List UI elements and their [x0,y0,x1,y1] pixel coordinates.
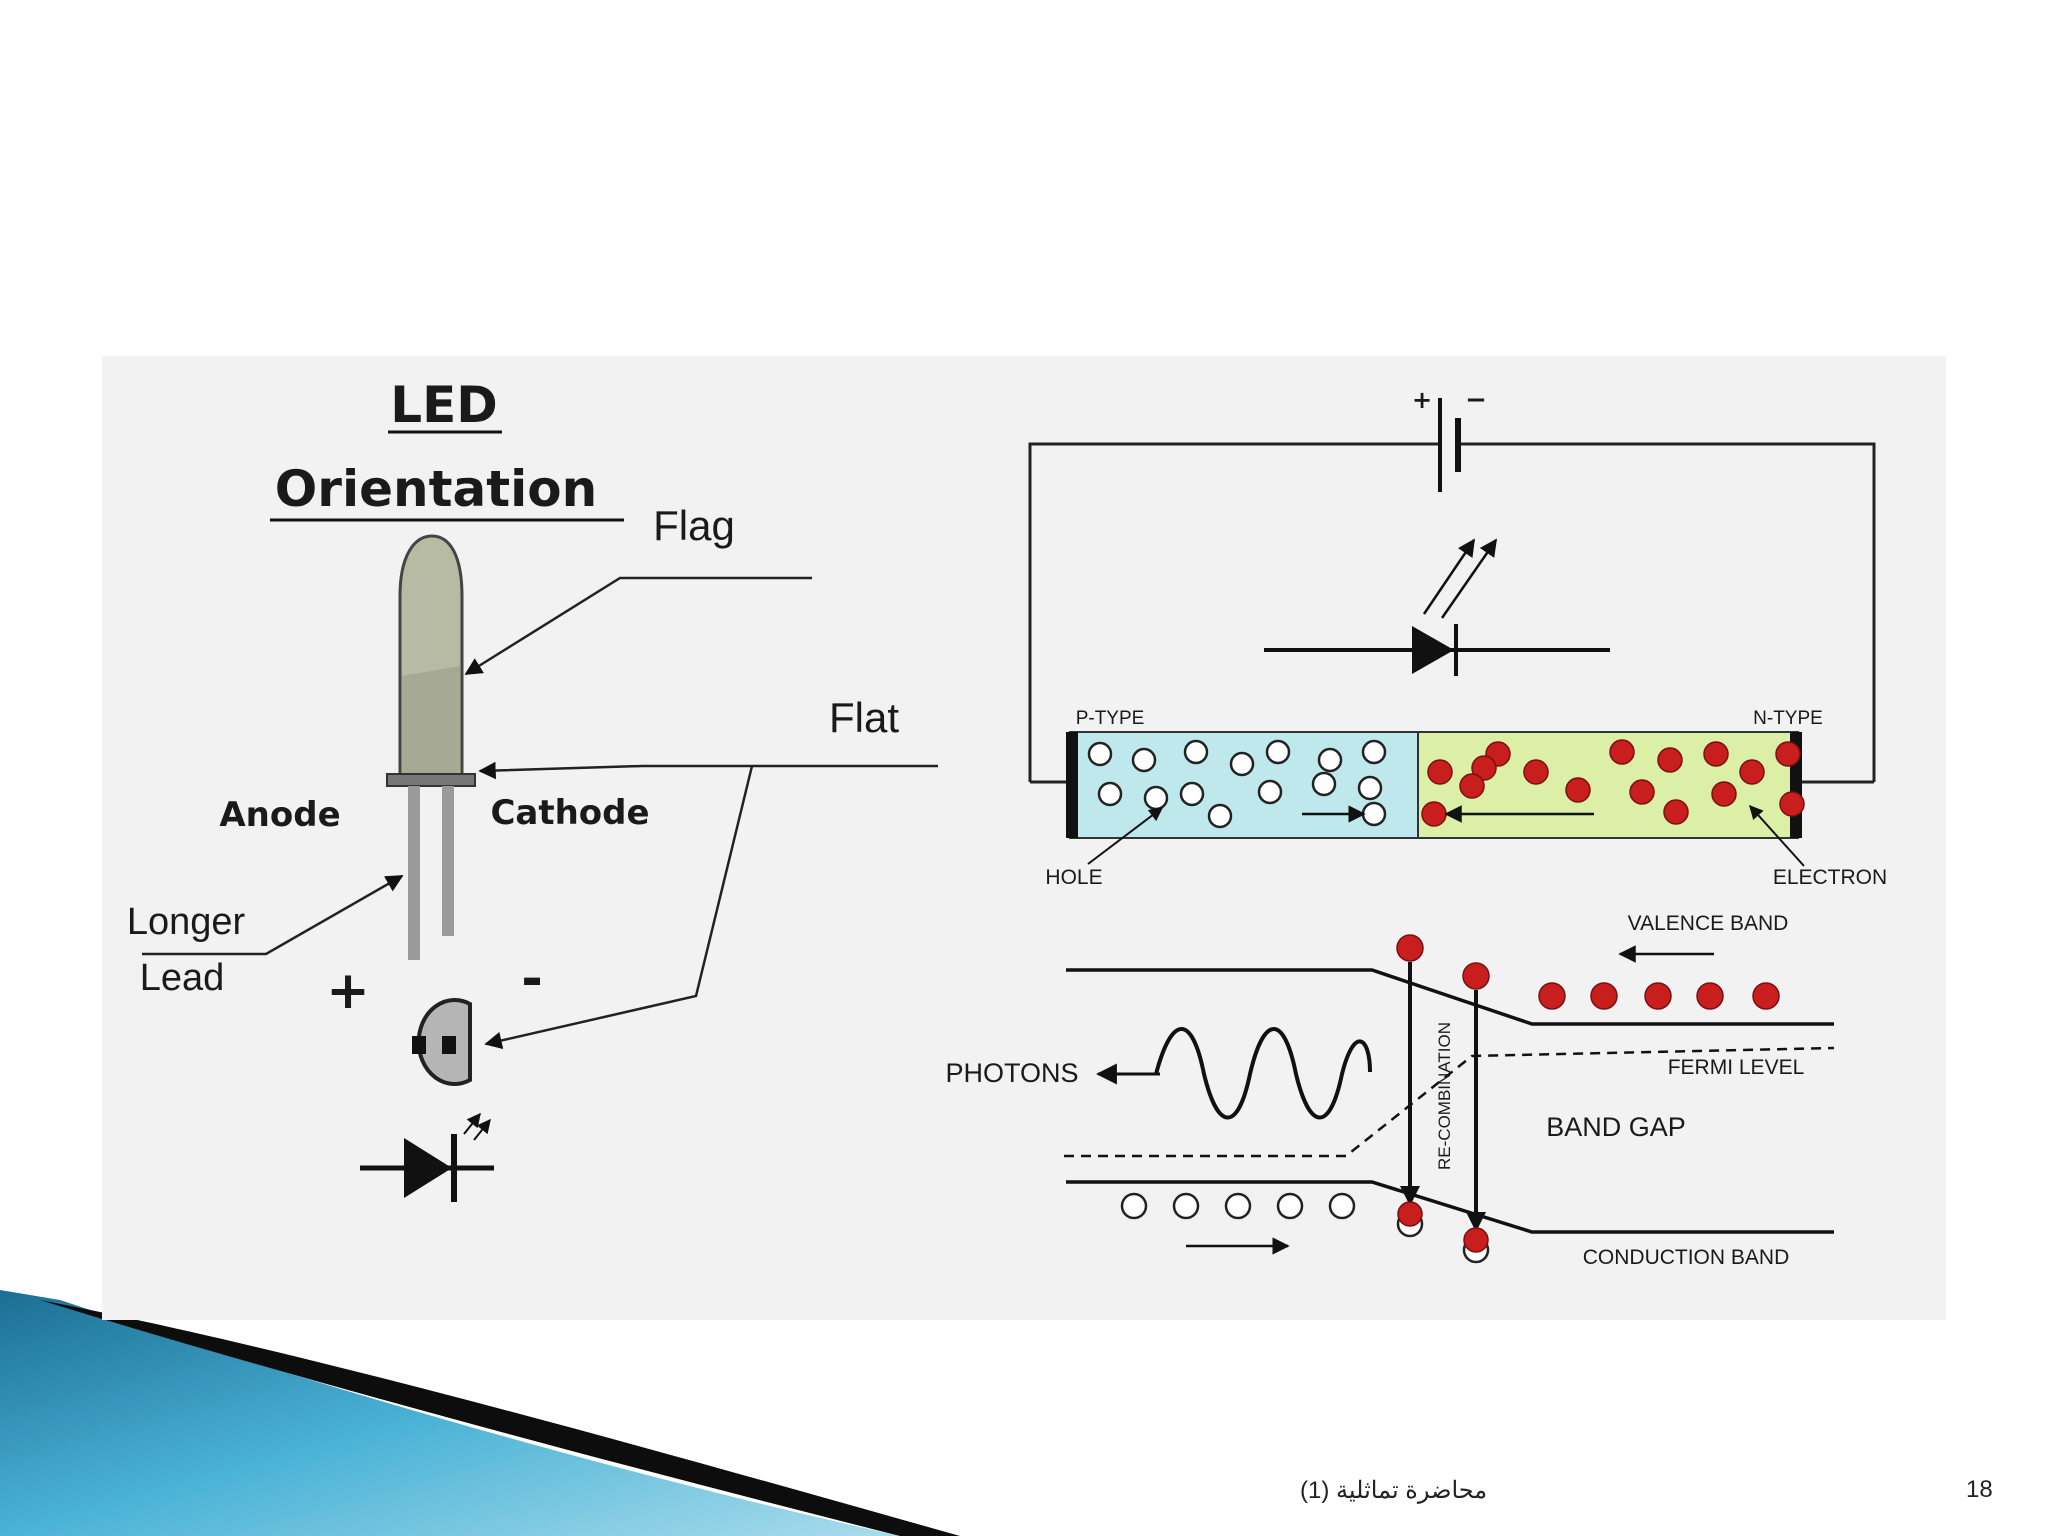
flag-label: Flag [653,502,735,549]
circuit-section: + − P-TYPE N-TYPE [1028,385,1887,889]
longer-lead-label-line2: Lead [140,957,225,999]
minus-sign: - [521,949,543,1009]
flat-label: Flat [829,694,899,741]
valence-electrons-group [1396,934,1780,1010]
battery-minus-label: − [1465,385,1487,415]
footer-title: محاضرة تماثلية (1) [1300,1477,1488,1504]
battery-plus-label: + [1412,386,1432,414]
recombination-label: RE-COMBINATION [1435,1022,1454,1170]
diagram-panel: LED Orientation Flag Flat Anode Cathode … [102,356,1946,1320]
photon-wave-icon [1154,1027,1372,1120]
battery-icon [1438,398,1461,492]
conduction-band-line [1066,1180,1834,1234]
n-type-label: N-TYPE [1753,708,1823,729]
hole-label: HOLE [1045,866,1102,889]
n-type-region [1417,731,1799,839]
electrons-group [1421,739,1805,827]
cathode-label: Cathode [490,793,649,833]
valence-band-line [1066,968,1834,1026]
valence-band-label: VALENCE BAND [1628,912,1789,935]
led-orientation-section: LED Orientation Flag Flat Anode Cathode … [127,376,938,1202]
longer-lead-label-line1: Longer [127,901,246,943]
led-diagram: LED Orientation Flag Flat Anode Cathode … [127,376,1887,1269]
led-title-line2: Orientation [275,460,597,518]
page-number: 18 [1966,1476,1993,1503]
led-bottom-view-icon [412,998,472,1086]
holes-group [1087,739,1387,829]
led-component-icon [386,534,476,960]
led-schematic-symbol-icon [360,1112,494,1202]
recombination-pairs-group [1396,1201,1490,1264]
band-gap-label: BAND GAP [1546,1112,1686,1142]
led-title-line1: LED [390,376,498,434]
plus-sign: + [326,961,370,1021]
electron-label: ELECTRON [1773,866,1887,889]
conduction-band-label: CONDUCTION BAND [1583,1246,1790,1269]
anode-label: Anode [219,795,340,835]
led-diode-symbol-icon [1264,538,1610,676]
band-diagram-section: VALENCE BAND FERMI LEVEL BAND GAP CONDUC… [945,912,1835,1269]
p-type-label: P-TYPE [1076,708,1145,729]
conduction-holes-group [1120,1192,1356,1220]
photons-label: PHOTONS [945,1058,1078,1088]
fermi-level-label: FERMI LEVEL [1668,1056,1805,1079]
